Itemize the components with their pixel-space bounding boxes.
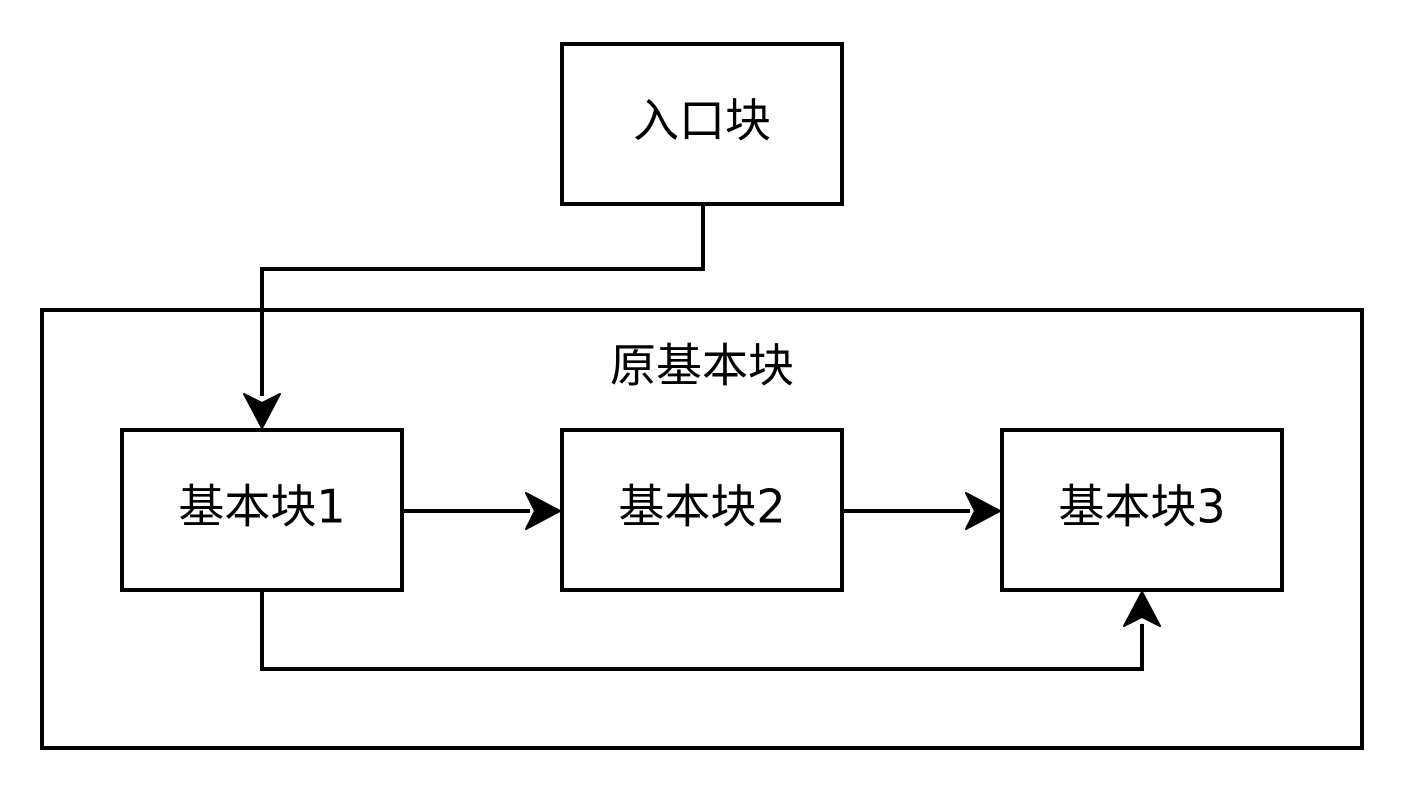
basic-block-1: 基本块1 xyxy=(120,428,404,592)
entry-block: 入口块 xyxy=(560,42,844,206)
entry-block-label: 入口块 xyxy=(633,94,771,148)
edge-entry-to-block-1-line xyxy=(260,204,705,396)
entry-block-frame xyxy=(560,42,844,206)
arrow-head-icon xyxy=(525,492,561,530)
arrow-head-icon xyxy=(243,393,281,429)
arrow-head-icon xyxy=(1123,591,1161,627)
edge-entry-to-block-1 xyxy=(243,204,705,429)
basic-block-1-label: 基本块1 xyxy=(178,480,345,534)
basic-block-3: 基本块3 xyxy=(1000,428,1284,592)
basic-block-2-frame xyxy=(560,428,844,592)
edge-block-2-to-block-3 xyxy=(842,492,1001,530)
edge-block-1-to-block-3-line xyxy=(260,590,1144,671)
basic-block-1-frame xyxy=(120,428,404,592)
basic-block-3-frame xyxy=(1000,428,1284,592)
basic-block-2-label: 基本块2 xyxy=(618,480,785,534)
basic-block-2: 基本块2 xyxy=(560,428,844,592)
edge-block-1-to-block-3 xyxy=(260,590,1161,671)
container-label: 原基本块 xyxy=(610,339,794,393)
basic-block-3-label: 基本块3 xyxy=(1058,480,1225,534)
edge-block-1-to-block-2 xyxy=(402,492,561,530)
arrow-head-icon xyxy=(965,492,1001,530)
